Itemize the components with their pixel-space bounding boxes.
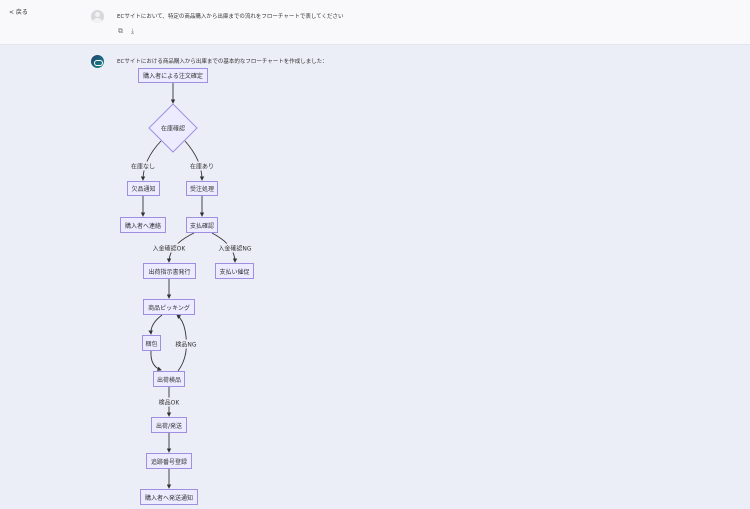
user-message-text: ECサイトにおいて、特定の商品購入から出庫までの流れをフローチャートで表してくだ… [117,14,344,20]
user-message-area [0,0,750,45]
node-tracking: 追跡番号登録 [146,453,192,469]
node-picking: 商品ピッキング [143,299,195,315]
back-button[interactable]: < 戻る [9,9,28,16]
edge [184,140,205,181]
edge [176,314,187,372]
edge-label-paid-ok: 入金確認OK [152,243,186,253]
node-notify: 購入者へ発送通知 [140,489,198,505]
user-avatar [91,10,104,23]
node-stock-check: 在庫確認 [160,125,186,133]
assistant-logo [91,55,104,68]
node-accept: 受注処理 [186,181,218,196]
edge-label-inspect-ng: 検品NG [175,339,197,349]
assistant-message-text: ECサイトにおける商品購入から出庫までの基本的なフローチャートを作成しました： [117,59,328,65]
node-instruction: 出荷指示書発行 [143,263,196,279]
edge-label-no-stock: 在庫なし [130,161,156,171]
node-ship: 出荷/発送 [151,417,187,433]
node-contact: 購入者へ連絡 [120,217,166,233]
node-reminder: 支払い催促 [215,263,254,279]
node-order: 購入者による注文確定 [138,68,208,83]
edge [140,140,162,181]
node-inspection: 出荷検品 [153,371,185,387]
node-shortage: 欠品通知 [127,181,160,196]
stock-check-diamond [148,103,198,153]
edge-label-inspect-ok: 検品OK [158,397,180,407]
edge [150,350,162,371]
edge-label-paid-ng: 入金確認NG [218,243,252,253]
node-payment: 支払確認 [186,217,218,233]
edge-label-in-stock: 在庫あり [189,161,215,171]
node-packing: 梱包 [142,335,161,351]
copy-icon[interactable]: ⧉ [118,27,123,35]
edge [148,314,163,335]
download-icon[interactable]: ⤓ [131,27,135,35]
